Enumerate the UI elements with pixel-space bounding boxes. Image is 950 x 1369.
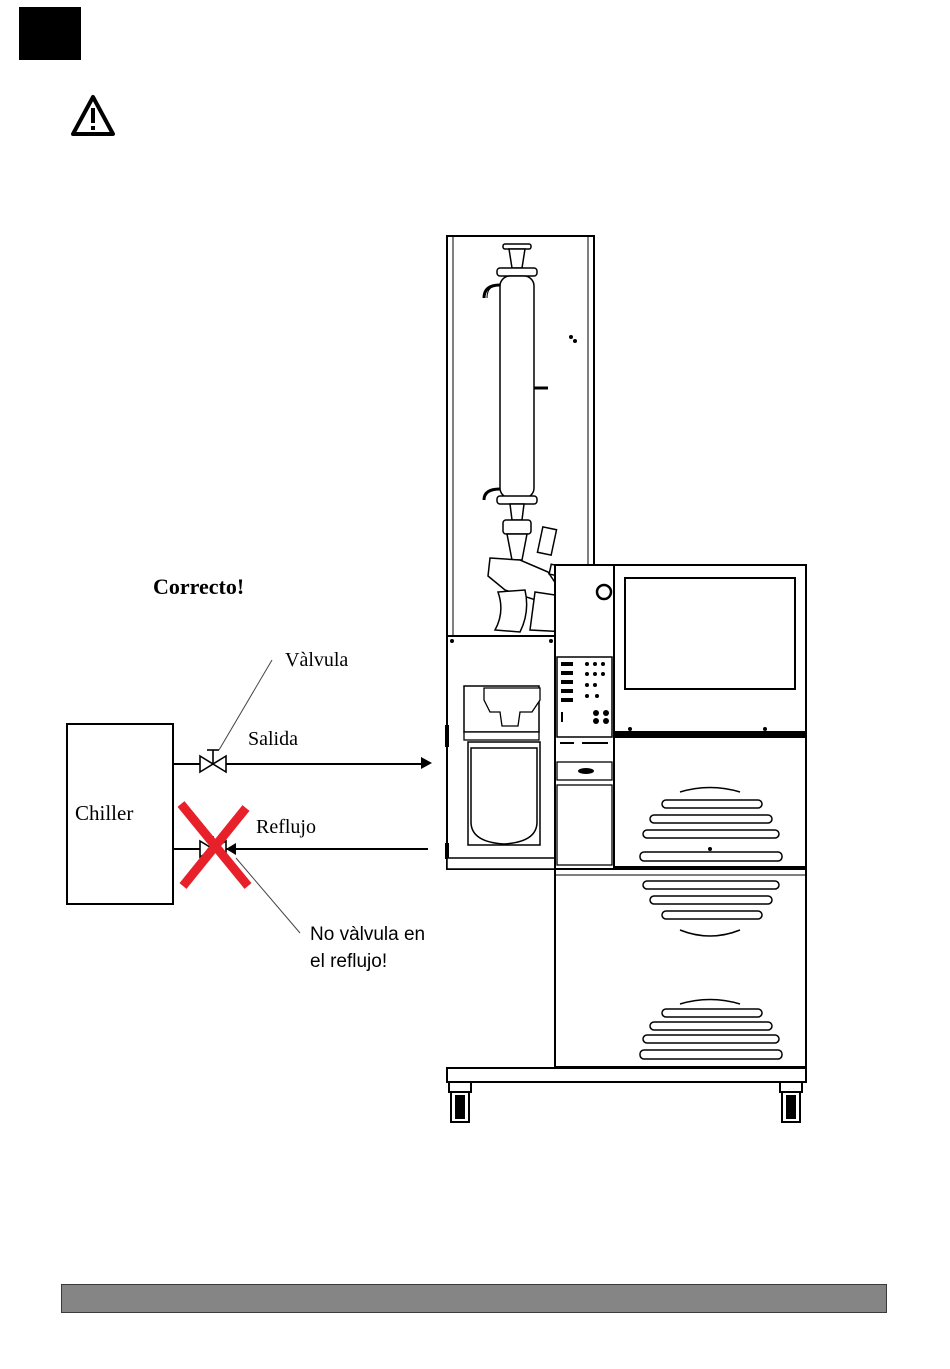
return-arrowhead (226, 843, 236, 855)
red-cross-icon (181, 804, 248, 886)
outlet-label: Salida (248, 728, 298, 750)
chiller-label: Chiller (75, 801, 133, 825)
wheel-left (449, 1082, 471, 1122)
correct-label: Correcto! (153, 574, 244, 599)
outlet-valve (200, 750, 226, 772)
reactor-machine (445, 236, 806, 1122)
outlet-arrowhead (421, 757, 432, 769)
valve-label: Vàlvula (285, 649, 348, 671)
leader-lines (219, 660, 300, 933)
no-valve-note-line2: el reflujo! (310, 951, 387, 972)
return-label: Reflujo (256, 816, 316, 838)
wheel-right (780, 1082, 802, 1122)
no-valve-note-line1: No vàlvula en (310, 924, 425, 945)
footer-bar (61, 1284, 887, 1313)
